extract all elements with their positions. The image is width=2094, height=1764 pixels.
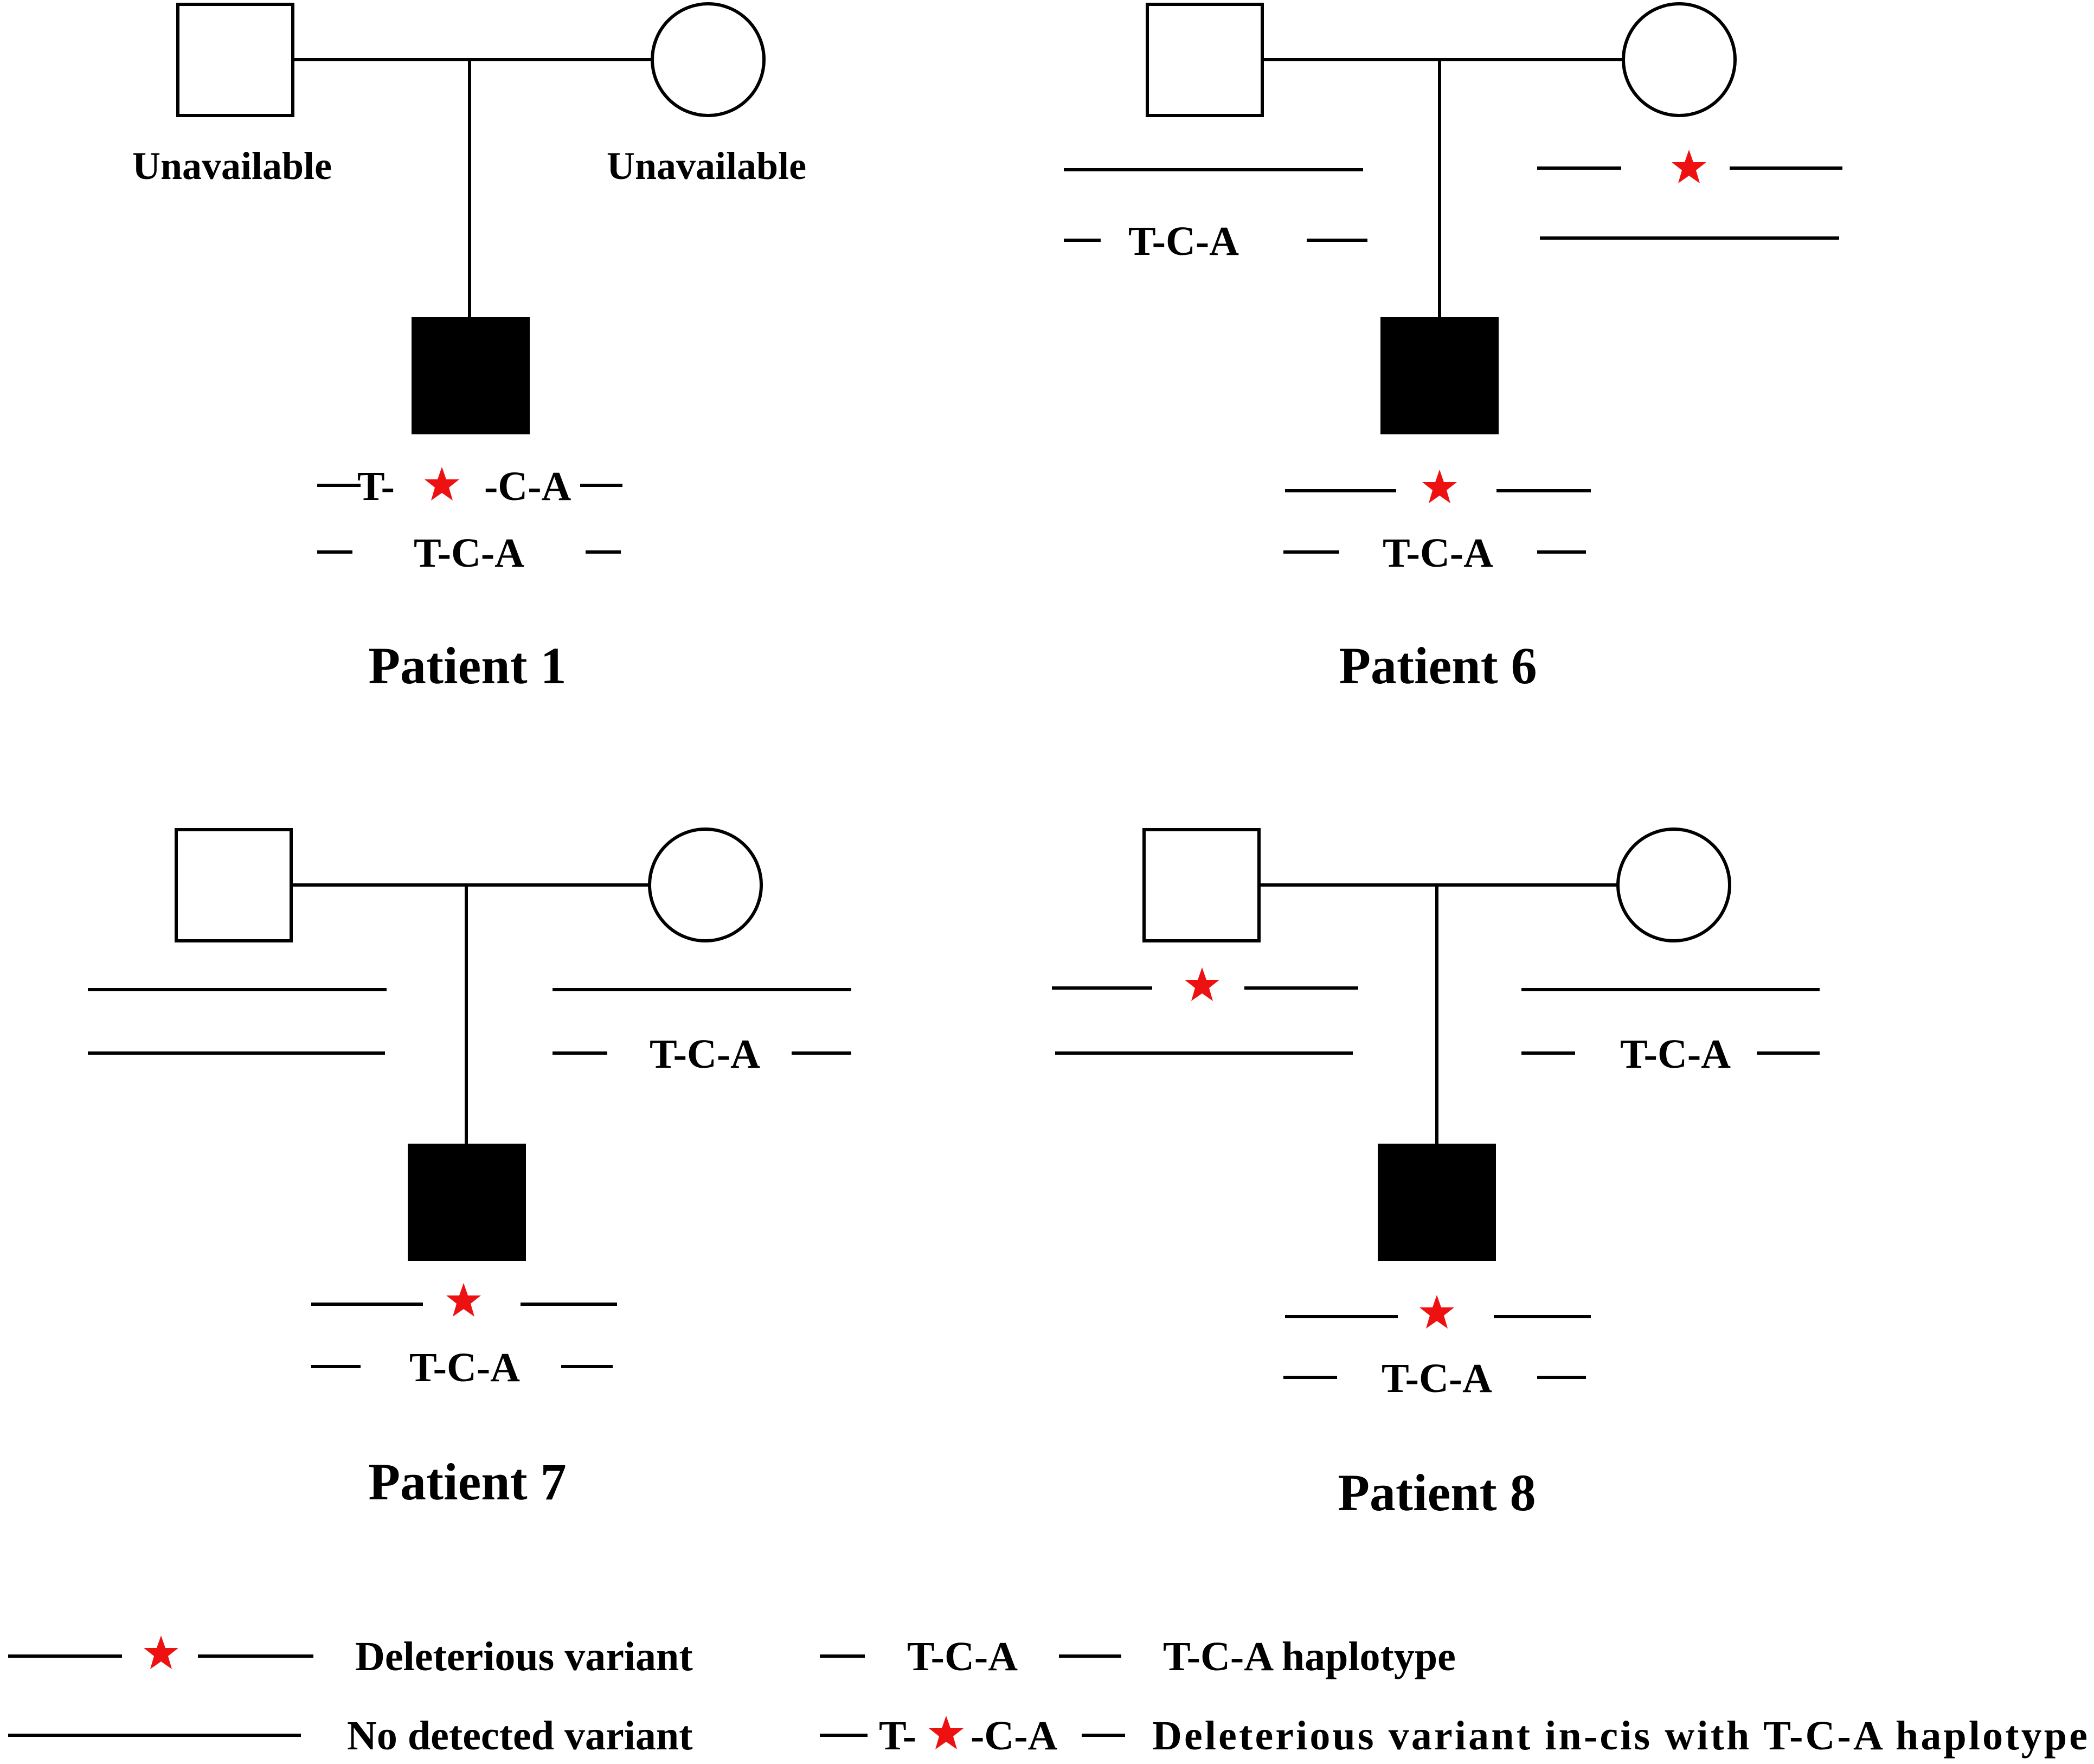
- affected-son-symbol: [412, 317, 530, 434]
- star-icon: [1419, 1295, 1454, 1329]
- pedigree-patient-1: [176, 2, 766, 554]
- mother-symbol: [1616, 828, 1731, 942]
- legend-cis-label: Deleterious variant in-cis with T-C-A ha…: [1152, 1713, 2087, 1759]
- patient-title: Patient 7: [368, 1453, 566, 1511]
- patient-title: Patient 1: [368, 637, 566, 695]
- child-haplotype-2: T-C-A: [1383, 530, 1493, 576]
- patient-title: Patient 8: [1338, 1464, 1536, 1522]
- mother-haplotype-2: T-C-A: [1620, 1031, 1731, 1077]
- affected-son-symbol: [408, 1144, 526, 1261]
- affected-son-symbol: [1378, 1144, 1496, 1261]
- mother-status-label: Unavailable: [607, 144, 806, 188]
- child-haplotype-2: T-C-A: [1382, 1356, 1492, 1401]
- star-icon: [929, 1716, 964, 1749]
- child-haplotype-1-prefix: T-: [357, 464, 395, 509]
- legend-deleterious-label: Deleterious variant: [355, 1634, 693, 1679]
- mother-symbol: [1622, 2, 1737, 117]
- child-haplotype-2: T-C-A: [409, 1345, 520, 1390]
- father-symbol: [1142, 828, 1261, 942]
- pedigree-patient-6: [1064, 2, 1842, 554]
- legend-cis-suffix: -C-A: [971, 1713, 1058, 1759]
- legend-haplotype-label: T-C-A haplotype: [1163, 1634, 1456, 1679]
- father-status-label: Unavailable: [132, 144, 332, 188]
- star-icon: [425, 467, 459, 501]
- child-haplotype-2: T-C-A: [414, 530, 524, 576]
- legend-no-variant-label: No detected variant: [347, 1713, 692, 1759]
- star-icon: [1422, 470, 1457, 503]
- mother-symbol: [648, 828, 763, 942]
- father-symbol: [175, 828, 293, 942]
- mother-haplotype-2: T-C-A: [650, 1031, 760, 1077]
- father-symbol: [176, 3, 294, 117]
- child-haplotype-1-suffix: -C-A: [484, 464, 571, 509]
- father-symbol: [1146, 3, 1264, 117]
- legend-haplotype-symbol: T-C-A: [907, 1634, 1018, 1679]
- mother-symbol: [651, 2, 766, 117]
- legend: [8, 1654, 1125, 1737]
- legend-cis-prefix: T-: [879, 1713, 916, 1759]
- pedigree-patient-8: [1052, 828, 1820, 1379]
- affected-son-symbol: [1380, 317, 1499, 434]
- star-icon: [1672, 150, 1706, 183]
- father-haplotype-2: T-C-A: [1128, 219, 1239, 264]
- star-icon: [1185, 967, 1219, 1001]
- pedigree-patient-7: [88, 828, 851, 1368]
- star-icon: [144, 1635, 178, 1669]
- star-icon: [446, 1283, 481, 1317]
- patient-title: Patient 6: [1339, 637, 1537, 695]
